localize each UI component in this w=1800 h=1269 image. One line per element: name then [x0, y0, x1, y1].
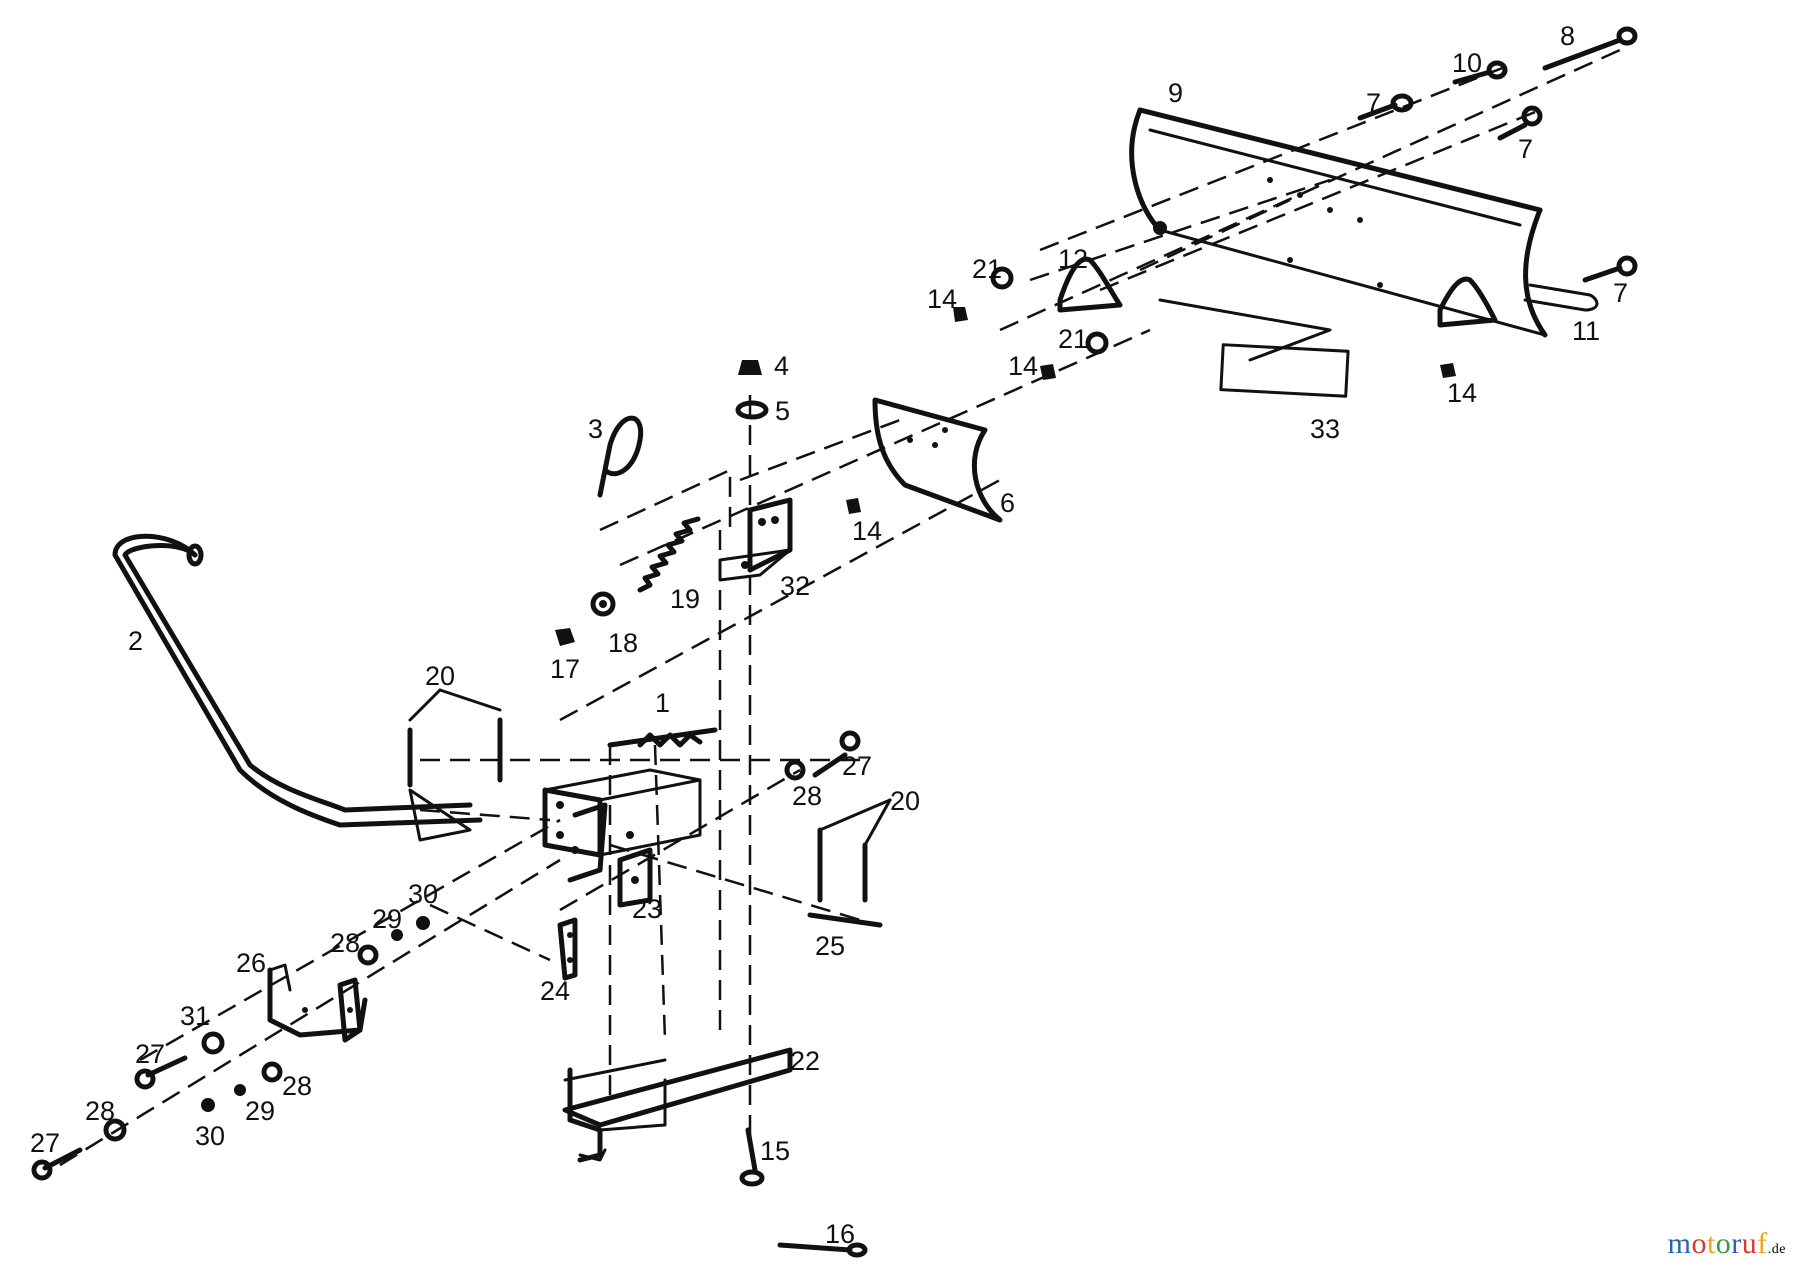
callout-14c: 14: [852, 516, 882, 546]
callout-28c: 28: [282, 1071, 312, 1101]
washer-5: [735, 400, 769, 420]
hardware: [103, 266, 1456, 1142]
callout-7c: 7: [1613, 278, 1628, 308]
logo-text: motoruf: [1668, 1227, 1768, 1260]
callout-20a: 20: [425, 661, 455, 691]
callout-15: 15: [760, 1136, 790, 1166]
clip-24: [557, 917, 578, 981]
spring-19: [637, 516, 701, 593]
callout-8: 8: [1560, 21, 1575, 51]
logo-letter: o: [1715, 1227, 1732, 1260]
assembly-lines: [59, 48, 1621, 1167]
logo-letter: m: [1667, 1227, 1692, 1260]
logo-letter: o: [1691, 1227, 1707, 1260]
blade-part: [1129, 107, 1548, 362]
pin-3: [597, 415, 644, 498]
bolts: [31, 26, 1638, 1181]
callout-12: 12: [1058, 244, 1088, 274]
callout-14a: 14: [927, 284, 957, 314]
callout-10: 10: [1452, 48, 1482, 78]
callout-21b: 21: [1058, 324, 1088, 354]
pin-16: [777, 1242, 868, 1258]
callout-32: 32: [780, 571, 810, 601]
callout-30a: 30: [408, 879, 438, 909]
callout-28a: 28: [792, 781, 822, 811]
callout-33: 33: [1310, 414, 1340, 444]
callout-28b: 28: [330, 928, 360, 958]
bracket-12: [1057, 256, 1498, 328]
callout-20b: 20: [890, 786, 920, 816]
logo-letter: u: [1741, 1227, 1758, 1260]
washer-18: [590, 591, 616, 617]
handle-2: [112, 533, 483, 842]
callout-23: 23: [632, 894, 662, 924]
motoruf-logo: motoruf.de: [1668, 1227, 1786, 1261]
callout-14d: 14: [1447, 378, 1477, 408]
logo-letter: t: [1706, 1227, 1716, 1260]
callout-2: 2: [128, 626, 143, 656]
callout-7b: 7: [1518, 134, 1533, 164]
bolt-15: [739, 1127, 765, 1187]
logo-letter: r: [1731, 1227, 1742, 1260]
side-plate-6: [872, 397, 1003, 523]
callout-5: 5: [775, 396, 790, 426]
nut-17: [555, 628, 575, 646]
callout-27a: 27: [842, 751, 872, 781]
callout-29a: 29: [372, 904, 402, 934]
callout-30b: 30: [195, 1121, 225, 1151]
callout-31: 31: [180, 1001, 210, 1031]
callout-1: 1: [655, 688, 670, 718]
callout-14b: 14: [1008, 351, 1038, 381]
callout-27c: 27: [30, 1128, 60, 1158]
callout-labels: 1 2 3 4 5 6 7 7 7 8 9 10 11 12 14 14 14 …: [30, 21, 1628, 1249]
skid-part: [1523, 283, 1599, 312]
callout-16: 16: [825, 1219, 855, 1249]
callout-17: 17: [550, 654, 580, 684]
callout-9: 9: [1168, 78, 1183, 108]
callout-27b: 27: [135, 1039, 165, 1069]
callout-24: 24: [540, 976, 570, 1006]
logo-letter: f: [1757, 1227, 1768, 1260]
nut-4: [738, 360, 762, 375]
pins-20-right: [807, 798, 892, 928]
plate-33: [1219, 343, 1350, 398]
callout-4: 4: [774, 351, 789, 381]
callout-3: 3: [588, 414, 603, 444]
mount-block: [542, 768, 702, 908]
callout-21a: 21: [972, 254, 1002, 284]
callout-7a: 7: [1366, 88, 1381, 118]
spring-1: [607, 727, 718, 748]
callout-29b: 29: [245, 1096, 275, 1126]
base-bracket-22: [562, 1047, 793, 1163]
callout-22: 22: [790, 1046, 820, 1076]
callout-26: 26: [236, 948, 266, 978]
callout-11: 11: [1572, 316, 1600, 346]
angle-bracket-32: [718, 497, 793, 582]
pins-20-left: [407, 688, 503, 788]
logo-domain: .de: [1767, 1242, 1786, 1257]
callout-19: 19: [670, 584, 700, 614]
callout-25: 25: [815, 931, 845, 961]
callout-6: 6: [1000, 488, 1015, 518]
callout-28d: 28: [85, 1096, 115, 1126]
callout-18: 18: [608, 628, 638, 658]
bracket-26: [267, 963, 368, 1043]
